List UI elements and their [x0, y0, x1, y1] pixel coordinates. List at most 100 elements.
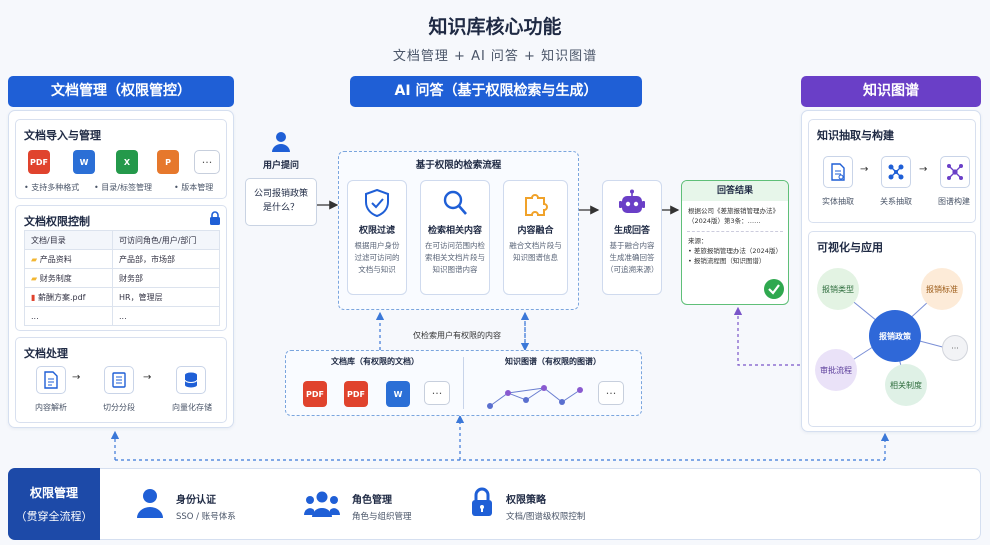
- table-header-access: 可访问角色/用户/部门: [112, 230, 220, 250]
- node-approval-flow[interactable]: 审批流程: [815, 349, 857, 391]
- answer-card: 回答结果 根据公司《差旅报销管理办法》（2024版）第3条：…… 来源： • 差…: [681, 180, 789, 305]
- lock-icon: [470, 486, 494, 518]
- answer-source-item: • 差旅报销管理办法（2024版）: [688, 247, 782, 255]
- user-icon: [271, 131, 291, 153]
- step-desc: 融合文档片段与知识图谱信息: [509, 241, 562, 262]
- arrow-icon: →: [72, 372, 81, 383]
- permission-bar: [8, 468, 981, 540]
- pdf-icon: ▮: [31, 292, 36, 302]
- doc-name: 薪酬方案.pdf: [37, 292, 86, 302]
- kg-extract-section: 知识抽取与构建 → → 实体抽取 关系抽取 图谱构建: [808, 119, 976, 223]
- question-bubble: 公司报销政策是什么？: [245, 178, 317, 226]
- permission-label-block: 权限管理 （贯穿全流程）: [8, 468, 100, 540]
- feature-formats: • 支持多种格式: [24, 183, 80, 192]
- graph-network-icon: [486, 380, 586, 410]
- node-reimburse-policy[interactable]: 报销政策: [869, 310, 921, 362]
- answer-text: 根据公司《差旅报销管理办法》（2024版）第3条：……: [688, 207, 779, 225]
- step-title: 生成回答: [613, 226, 650, 236]
- node-more[interactable]: ···: [942, 335, 968, 361]
- permission-sublabel: （贯穿全流程）: [15, 510, 93, 523]
- arrow-icon: →: [143, 372, 152, 383]
- lock-icon: [209, 211, 221, 225]
- kg-library-title: 知识图谱（有权限的图谱）: [505, 357, 601, 366]
- step-relation-label: 关系抽取: [880, 197, 912, 206]
- only-permitted-note: 仅检索用户有权限的内容: [413, 331, 501, 340]
- step-fusion: 内容融合 融合文档片段与知识图谱信息: [503, 180, 568, 295]
- knowledge-graph-panel: 知识抽取与构建 → → 实体抽取 关系抽取 图谱构建 可视化与应用 报销类型 报…: [801, 110, 981, 432]
- kg-visualization-section: 可视化与应用 报销类型 报销标准 报销政策 审批流程 相关制度 ···: [808, 231, 976, 427]
- puzzle-icon: [523, 189, 549, 217]
- feature-tags: • 目录/标签管理: [94, 183, 152, 192]
- role-group-icon: [304, 490, 340, 518]
- step-title: 内容融合: [517, 226, 554, 236]
- step-split-label: 切分分段: [103, 403, 135, 412]
- table-row[interactable]: ▰ 产品资料 产品部，市场部: [24, 249, 220, 269]
- step-desc: 基于融合内容生成准确回答（可追溯来源）: [606, 241, 659, 274]
- node-reimburse-standard[interactable]: 报销标准: [921, 268, 963, 310]
- node-related-rules[interactable]: 相关制度: [885, 364, 927, 406]
- knowledge-graph-header: 知识图谱: [801, 76, 981, 107]
- pdf-file-icon: PDF: [303, 381, 327, 407]
- word-file-icon: W: [73, 150, 95, 174]
- search-icon: [442, 189, 468, 217]
- doc-access: HR，管理层: [112, 287, 220, 307]
- doc-import-section: 文档导入与管理 PDF W X P ··· • 支持多种格式 • 目录/标签管理…: [15, 119, 227, 199]
- doc-permission-title: 文档权限控制: [24, 215, 90, 228]
- table-header-doc: 文档/目录: [24, 230, 113, 250]
- arrow-icon: →: [919, 164, 928, 175]
- doc-processing-title: 文档处理: [24, 347, 68, 360]
- table-row[interactable]: ▰ 财务制度 财务部: [24, 268, 220, 288]
- doc-processing-section: 文档处理 → → 内容解析 切分分段 向量化存储: [15, 337, 227, 423]
- kg-visualization-title: 可视化与应用: [817, 241, 883, 254]
- step-build-label: 图谱构建: [938, 197, 970, 206]
- graph-build-icon: [940, 156, 970, 188]
- folder-icon: ▰: [31, 254, 38, 264]
- step-retrieve: 检索相关内容 在可访问范围内检索相关文档片段与知识图谱内容: [420, 180, 490, 295]
- retrieval-flow-title: 基于权限的检索流程: [415, 160, 502, 171]
- table-row[interactable]: ... ...: [24, 306, 220, 326]
- policy-desc: 文档/图谱级权限控制: [506, 512, 586, 522]
- ai-qa-header: AI 问答（基于权限检索与生成）: [350, 76, 642, 107]
- more-docs-button[interactable]: ···: [424, 381, 450, 405]
- arrow-icon: →: [860, 164, 869, 175]
- more-graphs-button[interactable]: ···: [598, 381, 624, 405]
- pdf-file-icon: PDF: [28, 150, 50, 174]
- policy-title: 权限策略: [506, 495, 546, 506]
- doc-access: 财务部: [112, 268, 220, 288]
- kg-extract-title: 知识抽取与构建: [817, 129, 894, 142]
- doc-permission-section: 文档权限控制 文档/目录 可访问角色/用户/部门 ▰ 产品资料 产品部，市场部 …: [15, 205, 227, 331]
- folder-icon: ▰: [31, 273, 38, 283]
- identity-desc: SSO / 账号体系: [176, 512, 236, 522]
- shield-icon: [364, 189, 390, 217]
- page-subtitle: 文档管理 + AI 问答 + 知识图谱: [392, 49, 598, 64]
- doc-management-header: 文档管理（权限管控）: [8, 76, 234, 107]
- permission-label: 权限管理: [29, 486, 78, 500]
- doc-access: 产品部，市场部: [112, 249, 220, 269]
- document-parse-icon: [36, 366, 66, 394]
- identity-title: 身份认证: [176, 495, 216, 506]
- table-row[interactable]: ▮ 薪酬方案.pdf HR，管理层: [24, 287, 220, 307]
- robot-icon: [619, 189, 645, 217]
- feature-versions: • 版本管理: [174, 183, 214, 192]
- answer-source-label: 来源：: [688, 237, 708, 245]
- step-desc: 根据用户身份过滤可访问的文档与知识: [354, 241, 400, 274]
- answer-title: 回答结果: [682, 181, 788, 201]
- user-question-label: 用户提问: [262, 161, 299, 171]
- ppt-file-icon: P: [157, 150, 179, 174]
- answer-source-item: • 报销流程图（知识图谱）: [688, 257, 766, 265]
- step-generate: 生成回答 基于融合内容生成准确回答（可追溯来源）: [602, 180, 662, 295]
- role-title: 角色管理: [352, 495, 392, 506]
- doc-management-panel: 文档导入与管理 PDF W X P ··· • 支持多种格式 • 目录/标签管理…: [8, 110, 234, 428]
- step-parse-label: 内容解析: [35, 403, 67, 412]
- word-file-icon: W: [386, 381, 410, 407]
- excel-file-icon: X: [116, 150, 138, 174]
- doc-import-title: 文档导入与管理: [24, 129, 101, 142]
- node-reimburse-type[interactable]: 报销类型: [817, 268, 859, 310]
- step-title: 权限过滤: [358, 226, 395, 236]
- check-icon: [764, 279, 784, 299]
- database-icon: [176, 366, 206, 394]
- more-formats-button[interactable]: ···: [194, 150, 220, 174]
- doc-name: 财务制度: [39, 273, 72, 283]
- doc-name: 产品资料: [39, 254, 72, 264]
- split-icon: [104, 366, 134, 394]
